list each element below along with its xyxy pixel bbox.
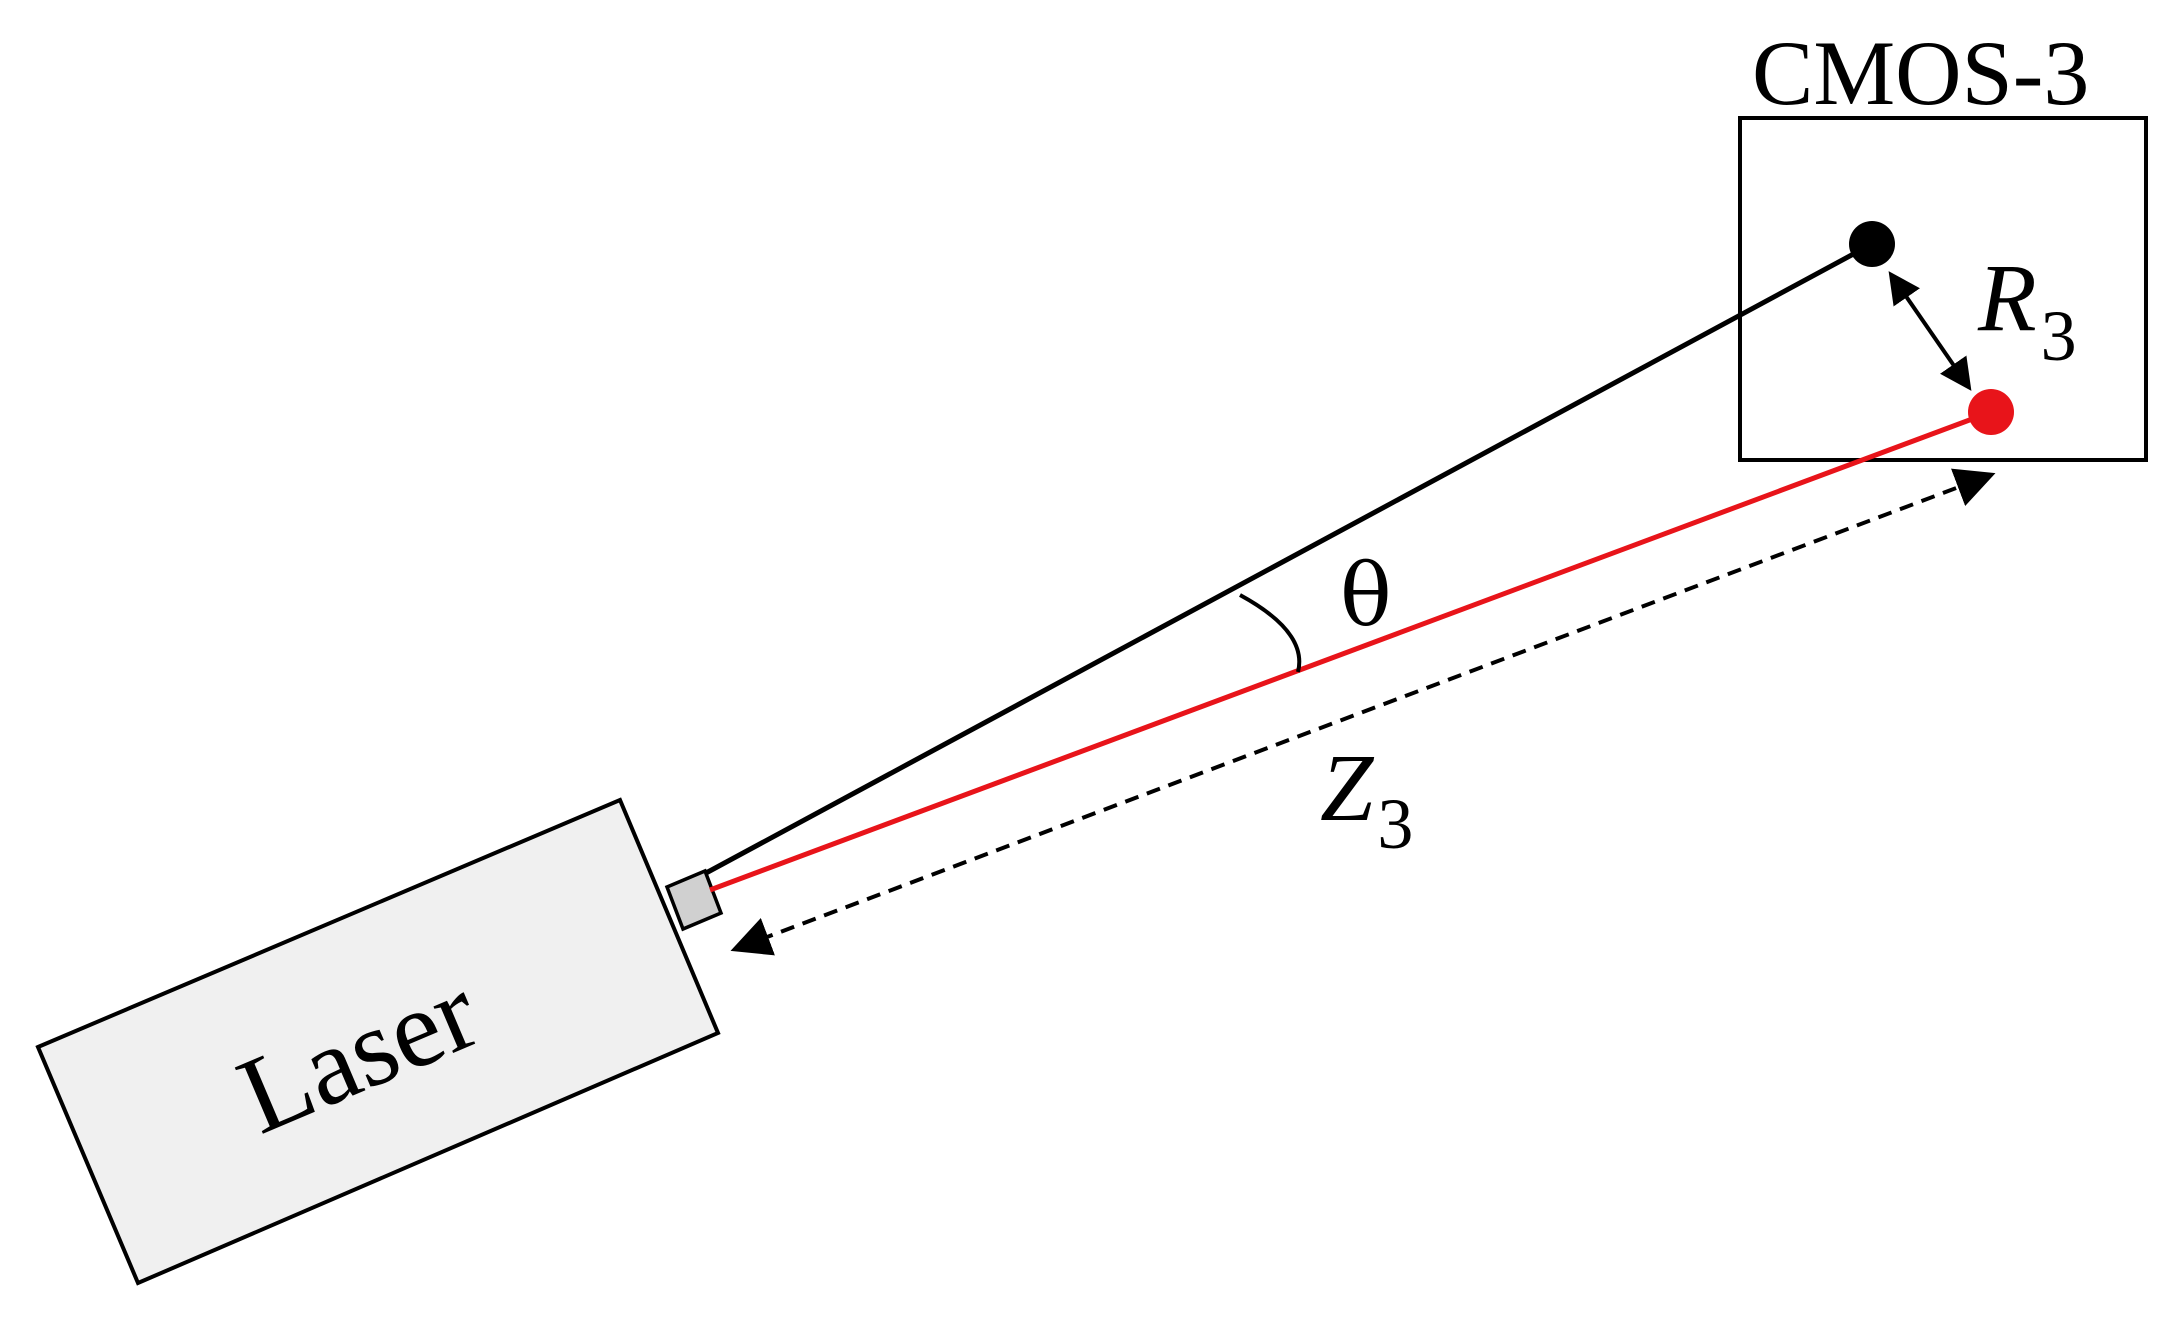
distance-arrow (730, 468, 1996, 956)
laser-body: Laser (35, 797, 721, 1286)
radius-label: R3 (1977, 244, 2077, 376)
radius-symbol: R (1977, 244, 2037, 351)
cmos-sensor: CMOS-3 (1738, 22, 2148, 462)
cmos-sensor-frame (1738, 116, 2148, 462)
distance-label: Z3 (1320, 734, 1413, 864)
laser-housing (35, 797, 721, 1286)
distance-symbol: Z (1320, 734, 1375, 841)
laser-emitter (664, 868, 724, 932)
radius-subscript: 3 (2041, 296, 2077, 376)
angle-arc (1239, 593, 1302, 673)
distance-subscript: 3 (1377, 784, 1413, 864)
cmos-sensor-label: CMOS-3 (1752, 22, 2089, 124)
laser-spot (1968, 389, 2014, 435)
radius-arrow (1888, 271, 1972, 391)
angle-label: θ (1340, 546, 1392, 646)
reference-beam (704, 241, 1874, 876)
reference-point (1849, 221, 1895, 267)
